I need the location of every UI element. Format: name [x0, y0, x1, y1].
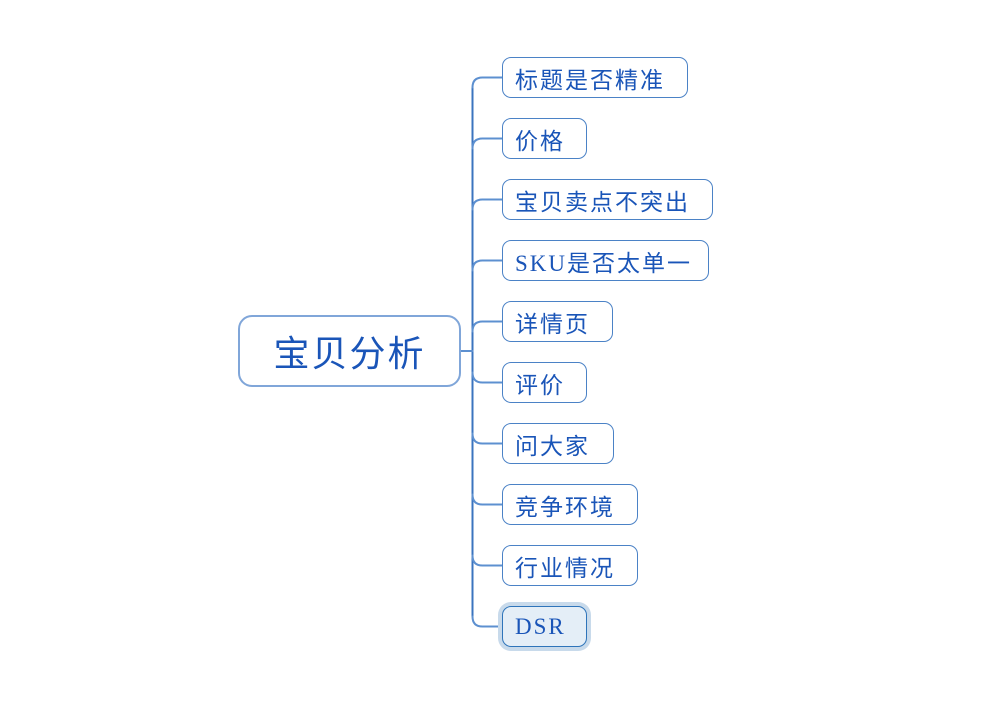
topic-node-competition[interactable]: 竞争环境	[502, 484, 638, 525]
topic-node-reviews[interactable]: 评价	[502, 362, 587, 403]
topic-node-detail-page[interactable]: 详情页	[502, 301, 613, 342]
topic-node-dsr-selected[interactable]: DSR	[502, 606, 587, 647]
branch-line-2	[471, 137, 503, 150]
branch-line-7	[471, 432, 503, 445]
topic-node-title-accuracy[interactable]: 标题是否精准	[502, 57, 688, 98]
topic-node-ask-everyone[interactable]: 问大家	[502, 423, 614, 464]
branch-line-10	[471, 615, 503, 628]
topic-node-industry[interactable]: 行业情况	[502, 545, 638, 586]
branch-line-3	[471, 198, 503, 211]
branch-line-5	[471, 320, 503, 333]
branch-line-6	[471, 371, 503, 384]
branch-line-1	[471, 76, 503, 89]
topic-node-price[interactable]: 价格	[502, 118, 587, 159]
topic-node-selling-points[interactable]: 宝贝卖点不突出	[502, 179, 713, 220]
branch-line-9	[471, 554, 503, 567]
root-topic-node[interactable]: 宝贝分析	[238, 315, 461, 387]
branch-line-4	[471, 259, 503, 272]
branch-line-8	[471, 493, 503, 506]
topic-node-sku[interactable]: SKU是否太单一	[502, 240, 709, 281]
